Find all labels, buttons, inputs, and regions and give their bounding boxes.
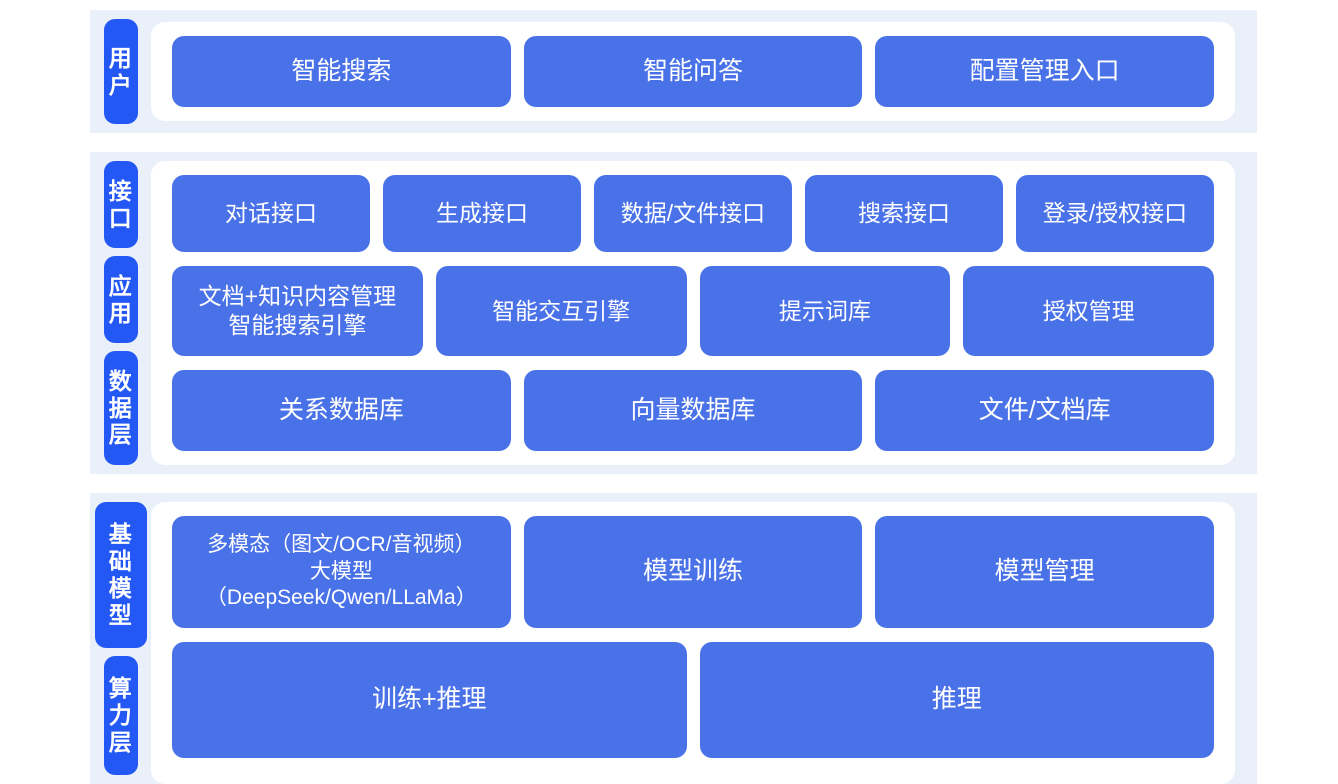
box-model-training[interactable]: 模型训练	[523, 516, 863, 628]
row-user-entries: 智能搜索 智能问答 配置管理入口	[172, 36, 1215, 107]
card-infrastructure-layer: 多模态（图文/OCR/音视频） 大模型（DeepSeek/Qwen/LLaMa）…	[151, 502, 1235, 784]
box-generation-api[interactable]: 生成接口	[383, 175, 581, 252]
box-search-api[interactable]: 搜索接口	[805, 175, 1003, 252]
layer-label-user: 用户	[103, 19, 138, 124]
box-model-management[interactable]: 模型管理	[875, 516, 1215, 628]
box-multimodal-large-model[interactable]: 多模态（图文/OCR/音视频） 大模型（DeepSeek/Qwen/LLaMa）	[172, 516, 511, 628]
label-rail-platform: 接口 应用 数据层	[90, 152, 151, 474]
box-training-inference[interactable]: 训练+推理	[172, 641, 687, 759]
layer-label-data: 数据层	[103, 351, 138, 465]
box-smart-interaction-engine[interactable]: 智能交互引擎	[435, 265, 687, 357]
box-relational-database[interactable]: 关系数据库	[172, 370, 511, 452]
layer-label-compute: 算力层	[103, 655, 138, 775]
box-authorization-management[interactable]: 授权管理	[963, 265, 1214, 357]
box-vector-database[interactable]: 向量数据库	[523, 370, 863, 452]
card-platform-layer: 对话接口 生成接口 数据/文件接口 搜索接口 登录/授权接口 文档+知识内容管理…	[151, 161, 1235, 465]
label-rail-user: 用户	[90, 10, 151, 133]
label-rail-infrastructure: 基础模型 算力层	[90, 493, 151, 784]
row-foundation-model: 多模态（图文/OCR/音视频） 大模型（DeepSeek/Qwen/LLaMa）…	[172, 516, 1215, 628]
box-prompt-library[interactable]: 提示词库	[699, 265, 951, 357]
section-user-layer: 用户 智能搜索 智能问答 配置管理入口	[90, 10, 1257, 133]
box-config-management-entry[interactable]: 配置管理入口	[875, 36, 1215, 107]
row-application: 文档+知识内容管理 智能搜索引擎 智能交互引擎 提示词库 授权管理	[172, 265, 1214, 357]
section-platform-layer: 接口 应用 数据层 对话接口 生成接口 数据/文件接口 搜索接口 登录/授权接口…	[90, 152, 1257, 474]
box-login-auth-api[interactable]: 登录/授权接口	[1016, 175, 1214, 252]
layer-label-application: 应用	[103, 256, 138, 344]
section-infrastructure-layer: 基础模型 算力层 多模态（图文/OCR/音视频） 大模型（DeepSeek/Qw…	[90, 493, 1257, 784]
card-user-layer: 智能搜索 智能问答 配置管理入口	[151, 22, 1235, 121]
row-interface: 对话接口 生成接口 数据/文件接口 搜索接口 登录/授权接口	[172, 175, 1214, 252]
box-inference[interactable]: 推理	[699, 641, 1214, 759]
box-smart-search[interactable]: 智能搜索	[172, 36, 511, 107]
row-compute: 训练+推理 推理	[172, 641, 1214, 759]
box-file-document-store[interactable]: 文件/文档库	[875, 370, 1215, 452]
layer-label-foundation-model: 基础模型	[94, 502, 147, 648]
layer-label-interface: 接口	[103, 161, 138, 249]
row-data-store: 关系数据库 向量数据库 文件/文档库	[172, 370, 1215, 452]
box-data-file-api[interactable]: 数据/文件接口	[594, 175, 792, 252]
box-document-knowledge-management[interactable]: 文档+知识内容管理 智能搜索引擎	[172, 265, 423, 357]
box-dialog-api[interactable]: 对话接口	[172, 175, 370, 252]
box-smart-qa[interactable]: 智能问答	[523, 36, 863, 107]
